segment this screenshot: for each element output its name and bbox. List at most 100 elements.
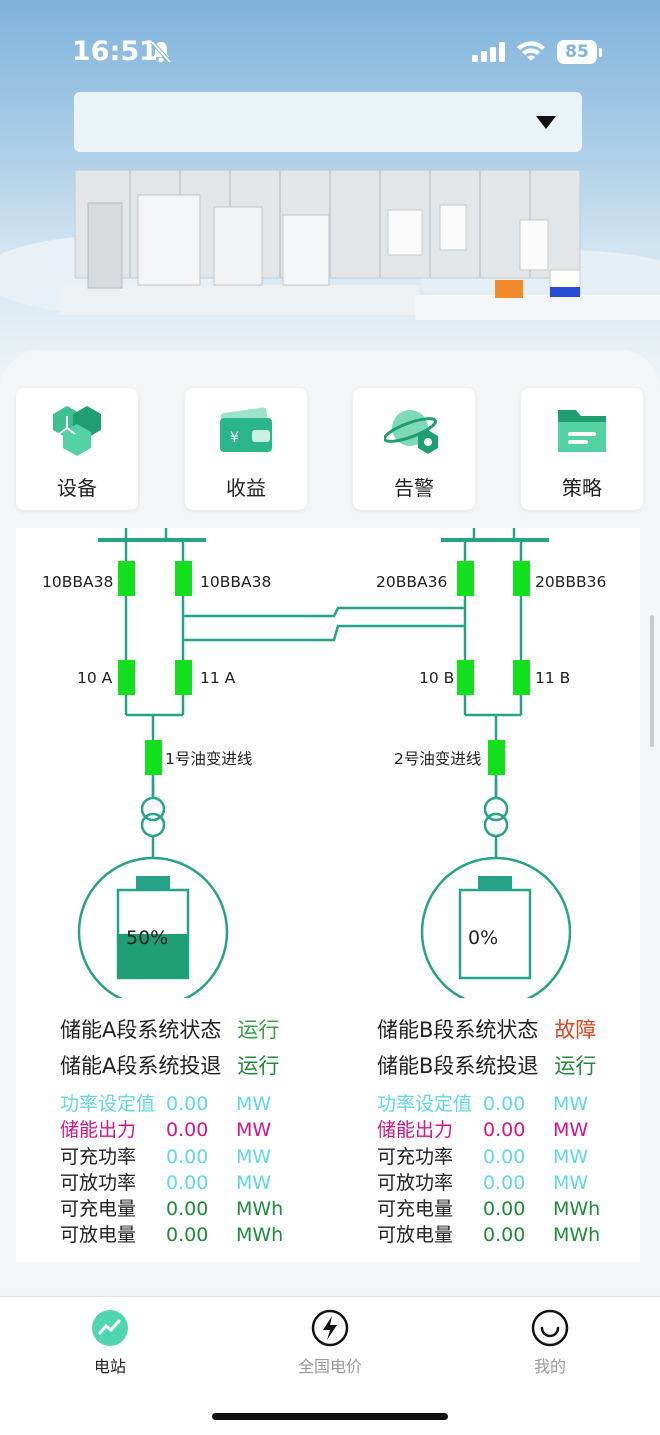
label-left-top-2: 10BBA38	[200, 573, 271, 591]
label-left-feeder: 1号油变进线	[165, 750, 252, 768]
metric-row: 储能出力 0.00 MW	[377, 1117, 637, 1143]
wifi-icon	[517, 41, 545, 61]
metric-unit: MW	[553, 1171, 589, 1194]
device-icon	[53, 406, 101, 456]
breaker-left-feeder	[145, 740, 162, 775]
breaker-right-top-1	[457, 561, 474, 596]
system-b-status-value: 故障	[554, 1018, 597, 1042]
metric-label: 可放功率	[60, 1171, 137, 1194]
tab-station[interactable]: 电站	[40, 1309, 180, 1377]
system-b-status-label: 储能B段系统状态	[377, 1018, 539, 1042]
lightning-icon	[311, 1309, 349, 1347]
system-a-metrics: 功率设定值 0.00 MW 储能出力 0.00 MW 可充功率 0.00 MW …	[60, 1091, 320, 1249]
metric-row: 可充功率 0.00 MW	[60, 1144, 320, 1170]
system-b-switch-label: 储能B段系统投退	[377, 1054, 539, 1078]
svg-text:¥: ¥	[230, 430, 239, 446]
label-right-top-2: 20BBB36	[535, 573, 606, 591]
metric-unit: MW	[236, 1171, 272, 1194]
metric-value: 0.00	[483, 1093, 526, 1115]
metric-unit: MWh	[236, 1224, 284, 1247]
metric-label: 可充电量	[60, 1198, 137, 1221]
metric-value: 0.00	[483, 1198, 526, 1221]
metric-label: 可放功率	[377, 1171, 454, 1194]
left-battery-fill	[118, 934, 188, 978]
label-left-top-1: 10BBA38	[42, 573, 113, 591]
metric-label: 功率设定值	[60, 1093, 156, 1115]
metric-row: 可放电量 0.00 MWh	[60, 1222, 320, 1248]
breaker-left-mid-2	[175, 660, 192, 695]
station-selector[interactable]	[74, 92, 582, 152]
hero-banner: 16:51 85	[0, 0, 660, 380]
alarm-icon	[384, 410, 438, 454]
status-bar: 16:51 85	[0, 28, 660, 78]
menu-alarm-label: 告警	[394, 476, 434, 500]
metric-unit: MW	[553, 1145, 589, 1168]
metric-value: 0.00	[483, 1224, 526, 1247]
metric-unit: MWh	[553, 1224, 601, 1247]
tab-electricity-price[interactable]: 全国电价	[260, 1309, 400, 1377]
metric-unit: MWh	[236, 1198, 284, 1221]
metric-label: 储能出力	[377, 1119, 454, 1142]
menu-income-label: 收益	[226, 476, 266, 500]
dropdown-arrow-icon[interactable]	[536, 116, 556, 129]
status-time: 16:51	[72, 36, 158, 67]
battery-tip	[599, 48, 602, 57]
menu-income[interactable]: ¥ 收益	[185, 388, 307, 510]
menu-device-label: 设备	[57, 476, 97, 500]
station-icon	[92, 1310, 128, 1346]
label-right-mid-2: 11 B	[535, 669, 570, 687]
label-left-mid-1: 10 A	[77, 669, 113, 687]
scrollbar-thumb[interactable]	[650, 615, 654, 747]
smile-icon	[531, 1309, 569, 1347]
battery-indicator: 85	[557, 40, 597, 64]
system-b-metrics: 功率设定值 0.00 MW 储能出力 0.00 MW 可充功率 0.00 MW …	[377, 1091, 637, 1249]
label-right-top-1: 20BBA36	[376, 573, 447, 591]
right-battery-percent: 0%	[468, 927, 498, 949]
metric-value: 0.00	[483, 1171, 526, 1194]
label-left-mid-2: 11 A	[200, 669, 236, 687]
metric-value: 0.00	[166, 1171, 209, 1194]
menu-alarm[interactable]: 告警	[353, 388, 475, 510]
metric-value: 0.00	[166, 1198, 209, 1221]
metric-value: 0.00	[483, 1119, 526, 1142]
metric-value: 0.00	[166, 1145, 209, 1168]
metric-value: 0.00	[166, 1093, 209, 1115]
metric-unit: MW	[236, 1093, 272, 1115]
single-line-diagram: 10BBA38 10BBA38 10 A 11 A 1号油变进线 20BBA36…	[42, 528, 606, 998]
bell-off-icon	[150, 40, 172, 64]
metric-unit: MW	[553, 1119, 589, 1142]
strategy-icon	[558, 410, 606, 452]
signal-icon	[472, 42, 505, 62]
system-b-status: 储能B段系统状态故障 储能B段系统投退运行	[377, 1012, 596, 1084]
system-a-switch-value: 运行	[237, 1054, 280, 1078]
metric-value: 0.00	[166, 1224, 209, 1247]
menu-strategy[interactable]: 策略	[521, 388, 643, 510]
system-a-switch-label: 储能A段系统投退	[60, 1054, 222, 1078]
tab-bar: 电站 全国电价 我的	[0, 1296, 660, 1435]
right-battery-ring	[420, 856, 572, 998]
metric-row: 储能出力 0.00 MW	[60, 1117, 320, 1143]
energy-storage-illustration	[0, 169, 660, 320]
income-icon: ¥	[220, 407, 272, 452]
breaker-left-top-2	[175, 561, 192, 596]
system-a-status-label: 储能A段系统状态	[60, 1018, 222, 1042]
metric-unit: MW	[236, 1145, 272, 1168]
left-transformer-icon	[140, 796, 166, 822]
metric-row: 可放电量 0.00 MWh	[377, 1222, 637, 1248]
metric-row: 功率设定值 0.00 MW	[60, 1091, 320, 1117]
left-battery-ring	[77, 856, 229, 998]
menu-device[interactable]: 设备	[16, 388, 138, 510]
metric-label: 储能出力	[60, 1119, 137, 1142]
metric-label: 可放电量	[377, 1224, 454, 1247]
metric-label: 可充电量	[377, 1198, 454, 1221]
tab-mine-label: 我的	[533, 1357, 566, 1376]
metric-label: 功率设定值	[377, 1093, 473, 1115]
metric-value: 0.00	[166, 1119, 209, 1142]
left-battery-percent: 50%	[126, 927, 168, 949]
metric-unit: MW	[236, 1119, 272, 1142]
menu-strategy-label: 策略	[562, 476, 602, 500]
metric-label: 可充功率	[60, 1145, 137, 1168]
metric-value: 0.00	[483, 1145, 526, 1168]
tab-mine[interactable]: 我的	[480, 1309, 620, 1377]
metric-label: 可放电量	[60, 1224, 137, 1247]
